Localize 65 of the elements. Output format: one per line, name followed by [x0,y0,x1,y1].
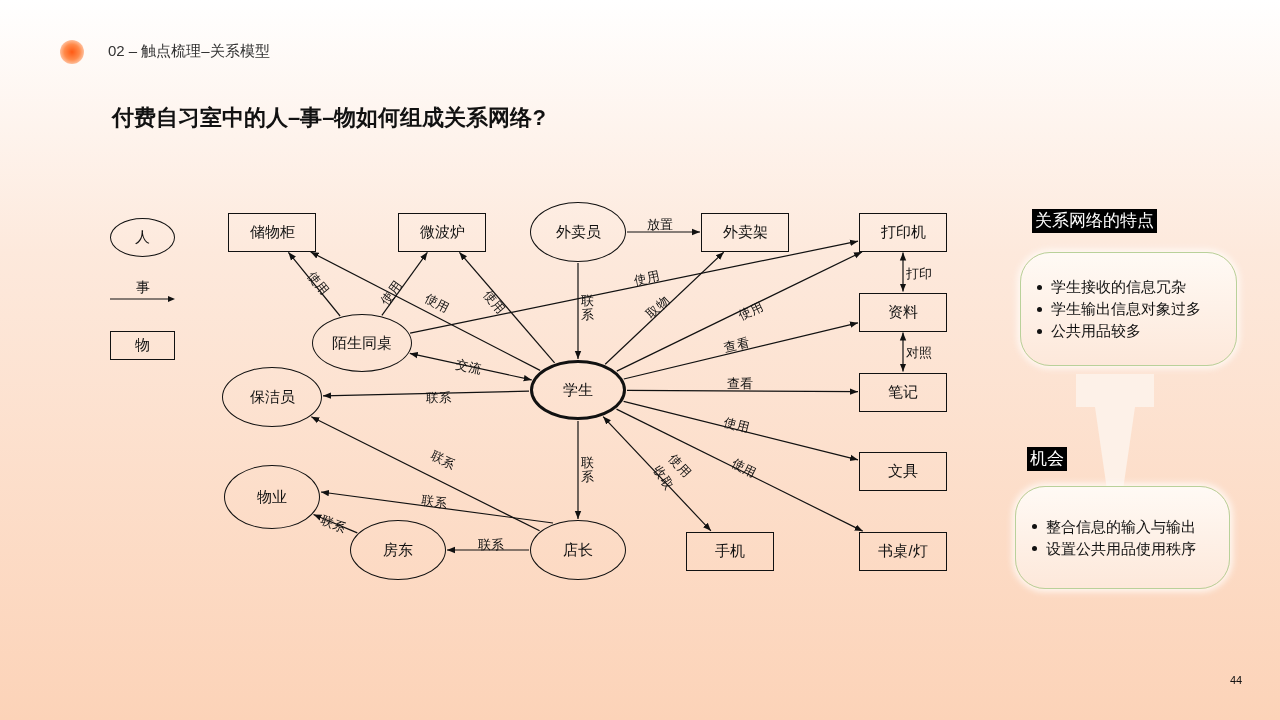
legend-text: 事 [135,280,150,294]
object-box: 微波炉 [398,212,486,252]
bullet-text: 学生接收的信息冗杂 [1051,278,1186,297]
page-title: 付费自习室中的人–事–物如何组成关系网络? [112,104,546,132]
arrow [322,390,530,399]
bullet-text: 公共用品较多 [1051,322,1141,341]
legend-box: 物 [110,331,175,360]
edge-label: 联系 [478,538,504,551]
arrow [310,416,541,532]
arrow [899,331,907,373]
arrow [623,321,859,380]
edge-label: 联系 [580,456,594,484]
edge-label: 打印 [906,267,932,280]
arrow [602,416,712,532]
role-ellipse: 学生 [530,360,626,420]
arrow [574,262,582,360]
arrow [446,546,530,554]
edge-label: 使用 [422,291,452,315]
arrow [312,513,358,534]
object-box: 外卖架 [701,212,789,252]
section-header: 02 – 触点梳理–关系模型 [108,43,270,58]
arrow [623,400,859,461]
arrow [604,251,725,365]
object-box: 资料 [859,292,947,332]
bullet-text: 整合信息的输入与输出 [1046,517,1196,537]
object-box: 文具 [859,451,947,491]
arrow [574,420,582,520]
object-box: 书桌/灯 [859,531,947,571]
edge-label: 使用 [480,287,508,316]
arrow [381,251,428,316]
arrow [615,408,864,532]
edge-label: 查看 [727,377,753,390]
edge-label: 对照 [906,346,932,359]
heading-label: 机会 [1027,447,1067,471]
object-box: 储物柜 [228,212,316,252]
edge-label: 联系 [428,448,458,472]
arrow [409,351,533,382]
object-box: 笔记 [859,372,947,412]
arrow [616,251,863,372]
arrow [899,251,907,293]
edge-label: 使用 [722,415,752,434]
edge-label: 放置 [647,218,673,231]
arrow [287,251,341,317]
heading-label: 关系网络的特点 [1032,209,1157,233]
edge-label: 联系 [420,493,448,510]
arrow [626,228,701,236]
arrow [626,388,859,395]
edge-label: 使用 [304,268,332,297]
edge-label: 取物 [644,293,672,321]
bullet-text: 设置公共用品使用秩序 [1046,539,1196,559]
edge-label: 联系 [580,294,594,322]
edge-label: 查看 [722,335,752,354]
edge-label: 联系 [318,512,348,535]
arrow [409,239,859,334]
edge-label: 使用 [379,278,405,307]
arrow [458,251,556,364]
arrow [320,489,554,524]
edge-label: 使用 [633,269,661,287]
page-number: 44 [1230,675,1243,686]
edge-label: 交流 [454,357,484,376]
bullet-text: 学生输出信息对象过多 [1051,300,1201,319]
edge-label: 使用 [729,456,759,480]
object-box: 手机 [686,531,774,571]
object-box: 打印机 [859,212,947,252]
arrow [310,251,541,371]
